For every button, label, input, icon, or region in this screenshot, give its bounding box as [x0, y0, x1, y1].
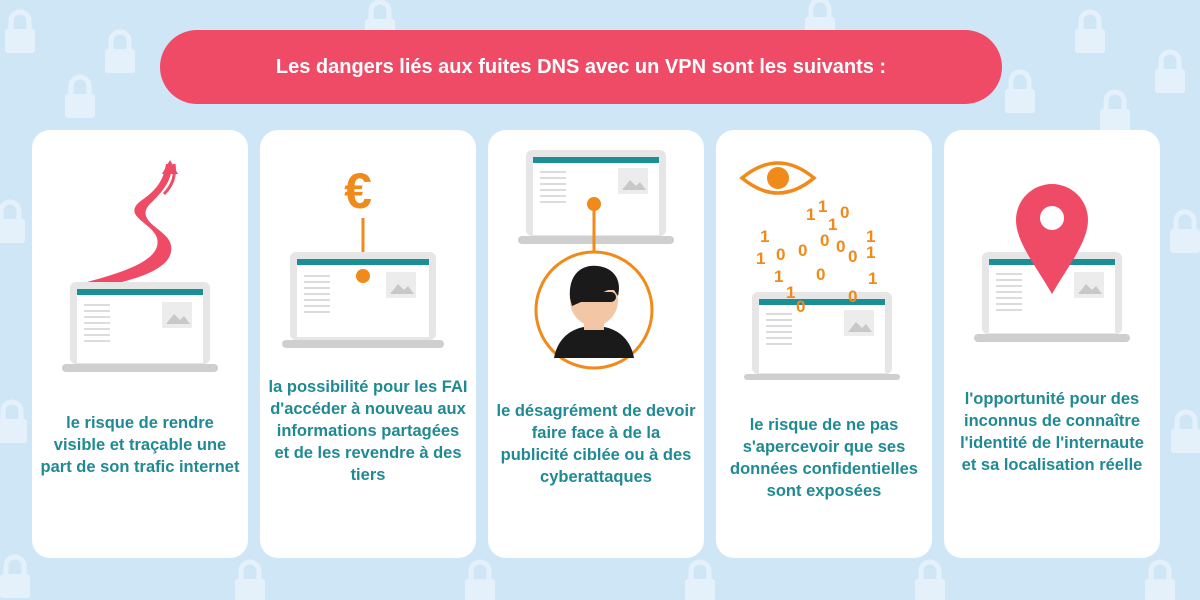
svg-text:0: 0 [848, 287, 857, 306]
hacker-icon [554, 265, 634, 358]
svg-text:0: 0 [820, 231, 829, 250]
svg-text:0: 0 [840, 203, 849, 222]
svg-text:0: 0 [776, 245, 785, 264]
svg-text:1: 1 [756, 249, 765, 268]
svg-text:1: 1 [866, 227, 875, 246]
svg-text:0: 0 [816, 265, 825, 284]
danger-card-location: l'opportunité pour des inconnus de conna… [944, 130, 1160, 558]
location-pin-icon [1016, 184, 1088, 294]
laptop-illustration [974, 184, 1130, 342]
svg-text:0: 0 [848, 247, 857, 266]
page-title-banner: Les dangers liés aux fuites DNS avec un … [160, 30, 1002, 104]
svg-text:1: 1 [760, 227, 769, 246]
laptop-illustration: 1 1 0 1 1 0 1 0 0 1 0 1 0 1 0 1 0 1 0 [739, 161, 900, 380]
laptop-illustration: € [282, 163, 444, 348]
svg-text:0: 0 [798, 241, 807, 260]
laptop-illustration [62, 160, 218, 372]
danger-card-exposed-data: 1 1 0 1 1 0 1 0 0 1 0 1 0 1 0 1 0 1 0 le… [716, 130, 932, 558]
laptop-illustration [518, 150, 674, 370]
svg-text:1: 1 [818, 197, 827, 216]
binary-digits: 1 1 0 1 1 0 1 0 0 1 0 1 0 1 0 1 0 1 0 [756, 197, 877, 316]
euro-icon: € [344, 163, 372, 219]
card-text: le risque de rendre visible et traçable … [40, 414, 240, 476]
danger-card-traffic: le risque de rendre visible et traçable … [32, 130, 248, 558]
rising-arrow-icon [87, 164, 172, 286]
svg-text:1: 1 [786, 283, 795, 302]
page-title: Les dangers liés aux fuites DNS avec un … [275, 55, 887, 78]
card-text: le risque de ne pas s'apercevoir que ses… [730, 416, 918, 500]
svg-text:1: 1 [828, 215, 837, 234]
svg-text:1: 1 [774, 267, 783, 286]
danger-card-ads: le désagrément de devoir faire face à de… [488, 130, 704, 558]
danger-card-isp: € la possibilité pour les FAI d'accéder … [260, 130, 476, 558]
eye-icon [739, 161, 817, 195]
svg-text:0: 0 [796, 297, 805, 316]
svg-text:1: 1 [866, 243, 875, 262]
svg-text:1: 1 [806, 205, 815, 224]
svg-text:0: 0 [836, 237, 845, 256]
card-text: l'opportunité pour des inconnus de conna… [960, 390, 1144, 474]
card-text: la possibilité pour les FAI d'accéder à … [268, 378, 468, 484]
svg-text:1: 1 [868, 269, 877, 288]
card-text: le désagrément de devoir faire face à de… [496, 402, 696, 486]
